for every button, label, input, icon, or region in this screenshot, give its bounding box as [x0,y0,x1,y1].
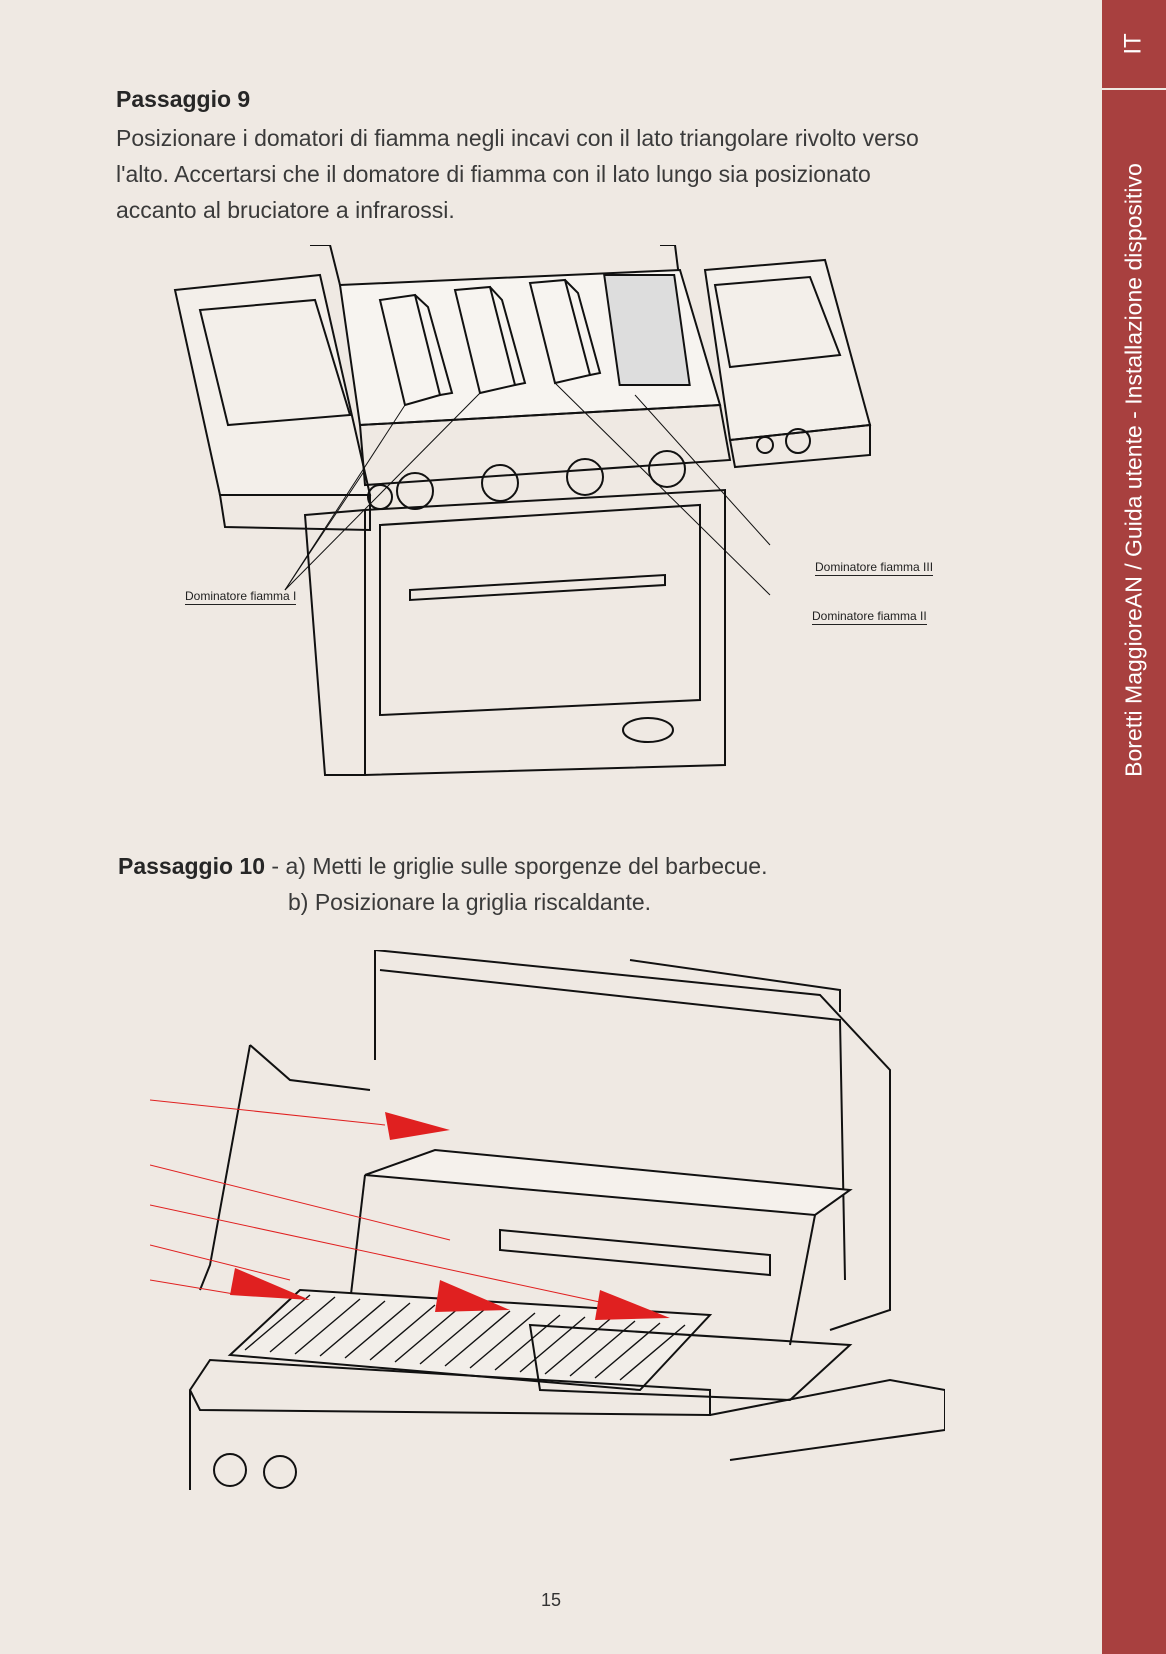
callout-flame-tamer-3: Dominatore fiamma III [815,560,934,576]
step9-title: Passaggio 9 [116,86,251,112]
step10-line-a: Passaggio 10 - a) Metti le griglie sulle… [118,848,767,884]
side-band: IT Boretti MaggioreAN / Guida utente - I… [1102,0,1166,1654]
flame-tamer-diagram [173,245,872,777]
language-label: IT [1119,33,1147,55]
step10-item-b: b) Posizionare la griglia riscaldante. [288,889,652,915]
vertical-document-title: Boretti MaggioreAN / Guida utente - Inst… [1120,163,1147,777]
page-number: 15 [540,1590,562,1610]
callout-flame-tamer-1: Dominatore fiamma I [185,589,297,605]
step10-separator: - [265,853,286,879]
step10-title: Passaggio 10 [118,853,266,879]
language-tab: IT [1102,0,1166,90]
step9-text: Posizionare i domatori di fiamma negli i… [116,125,919,223]
callout-flame-tamer-2: Dominatore fiamma II [812,609,927,625]
grate-placement-diagram [150,950,945,1490]
step10-item-a: a) Metti le griglie sulle sporgenze del … [285,853,768,879]
